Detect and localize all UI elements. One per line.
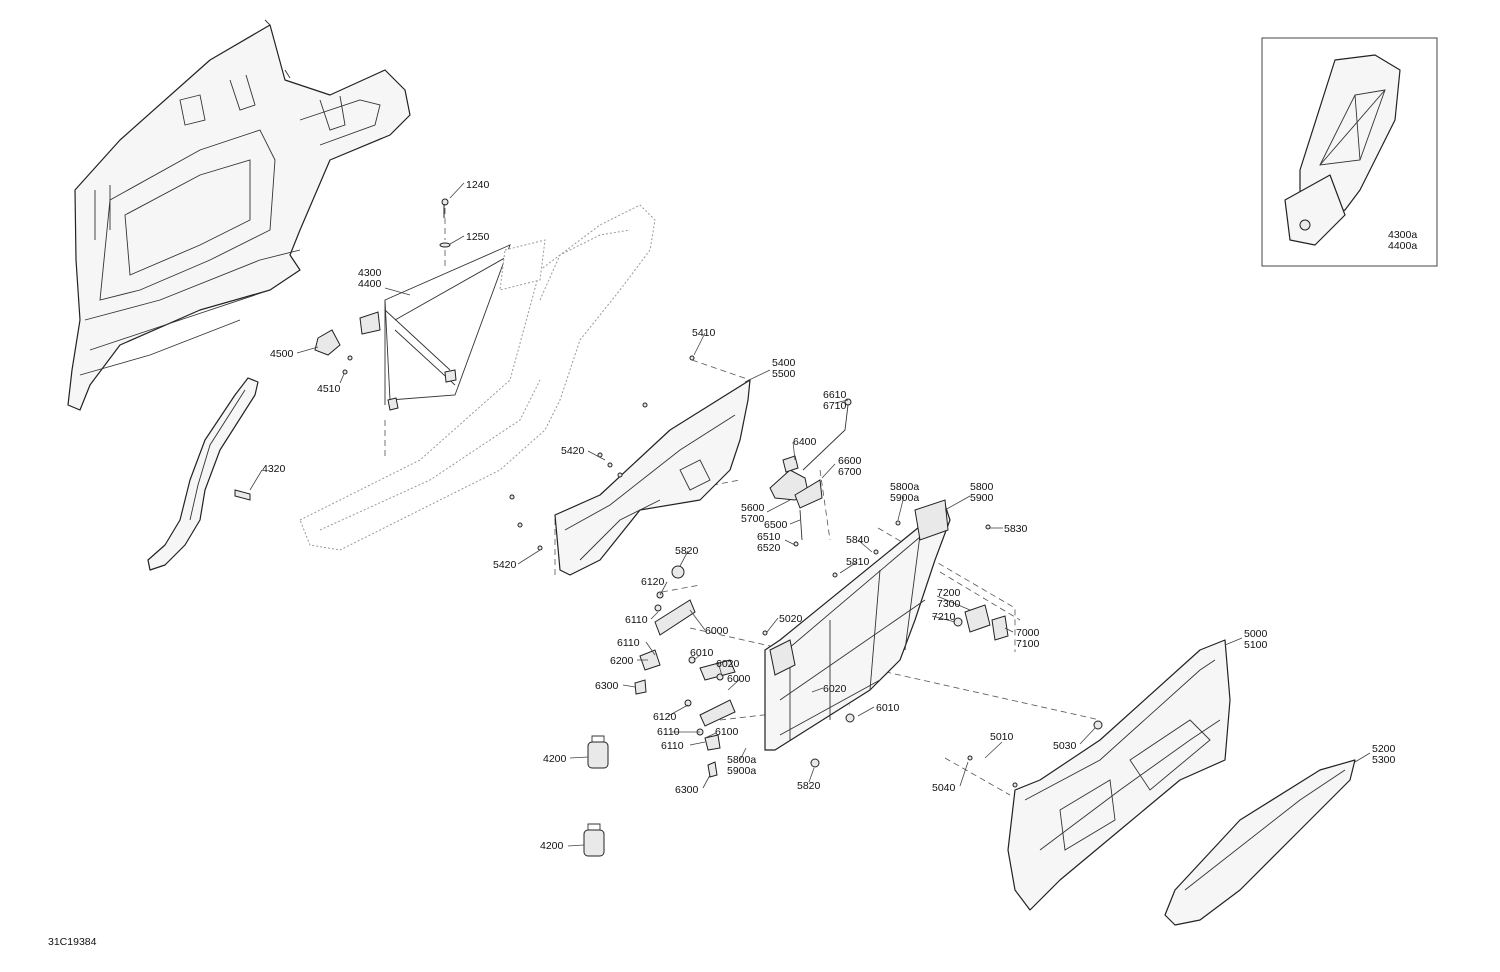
callout-6500: 6500: [764, 519, 788, 531]
callout-5410: 5410: [692, 327, 716, 339]
callout-1240: 1240: [466, 179, 490, 191]
hinge-brackets: [634, 565, 736, 778]
callout-6010-upper: 6010: [690, 647, 714, 659]
callout-5030: 5030: [1053, 740, 1077, 752]
leader-lines: [249, 182, 1371, 847]
callout-5830: 5830: [1004, 523, 1028, 535]
callout-5840: 5840: [846, 534, 870, 546]
striker-assembly: [953, 604, 1009, 641]
callout-5040: 5040: [932, 782, 956, 794]
latch-assembly: [769, 398, 852, 547]
callout-5810: 5810: [846, 556, 870, 568]
callout-5820-upper: 5820: [675, 545, 699, 557]
callout-6300-upper: 6300: [595, 680, 619, 692]
callout-6110-a: 6110: [625, 614, 648, 626]
storage-pouches: [583, 735, 609, 857]
callout-6110-c: 6110: [657, 726, 680, 738]
callout-6300-lower: 6300: [675, 784, 699, 796]
drawing-number: 31C19384: [48, 936, 97, 948]
callout-5020: 5020: [779, 613, 803, 625]
callout-4500: 4500: [270, 348, 294, 360]
door-frame: [762, 499, 991, 768]
callout-6110-d: 6110: [661, 740, 684, 752]
callout-6100: 6100: [715, 726, 739, 738]
callout-1250: 1250: [466, 231, 490, 243]
callout-4200-upper: 4200: [543, 753, 567, 765]
callout-7210: 7210: [932, 611, 956, 623]
side-net-strap: [147, 377, 259, 571]
callout-6400: 6400: [793, 436, 817, 448]
callout-4200-lower: 4200: [540, 840, 564, 852]
callout-6110-b: 6110: [617, 637, 640, 649]
callout-5420-lower: 5420: [493, 559, 517, 571]
callout-4510: 4510: [317, 383, 341, 395]
lower-rocker-panel: [299, 204, 656, 551]
door-window-panel: [1164, 759, 1356, 926]
callout-5420-upper: 5420: [561, 445, 585, 457]
inset-detail: [1261, 37, 1438, 267]
callout-6000-lower: 6000: [727, 673, 751, 685]
callout-6020-upper: 6020: [716, 658, 740, 670]
door-inner-trim: [509, 355, 751, 576]
callout-6200: 6200: [610, 655, 634, 667]
callout-4320: 4320: [262, 463, 286, 475]
callout-6120-lower: 6120: [653, 711, 677, 723]
callout-5820-lower: 5820: [797, 780, 821, 792]
callout-6020-lower: 6020: [823, 683, 847, 695]
callout-6120-upper: 6120: [641, 576, 665, 588]
upper-body-frame: [67, 19, 411, 411]
callout-5010: 5010: [990, 731, 1014, 743]
callout-6010-lower: 6010: [876, 702, 900, 714]
outer-door-panel: [967, 639, 1231, 911]
callout-6000-upper: 6000: [705, 625, 729, 637]
